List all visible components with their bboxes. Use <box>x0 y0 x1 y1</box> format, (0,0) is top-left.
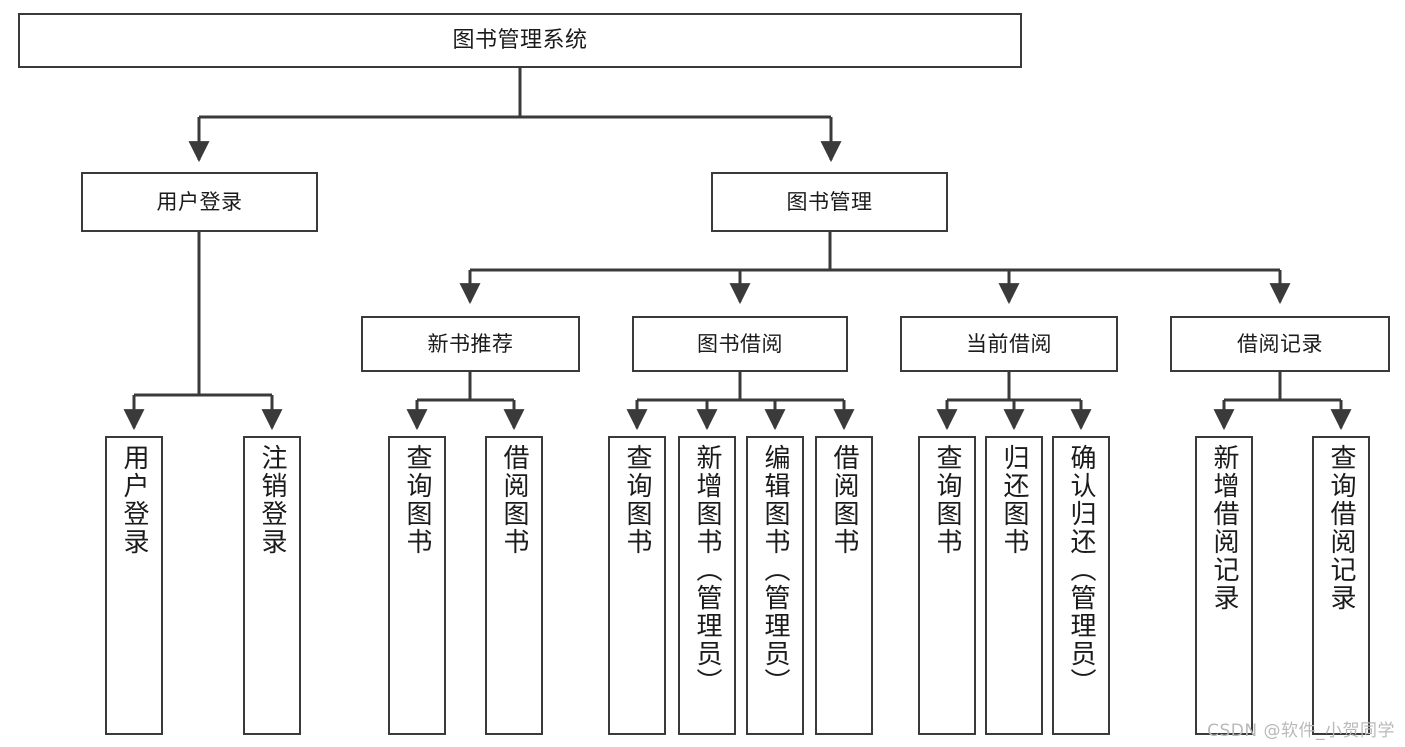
node-user-login[interactable]: 用户登录 <box>81 172 318 232</box>
node-root-label: 图书管理系统 <box>452 27 588 53</box>
leaf-borrow-add-book-label: 新增图书（管理员） <box>692 444 722 696</box>
node-book-management-label: 图书管理 <box>786 189 873 214</box>
leaf-borrow-query-book-label: 查询图书 <box>622 444 652 556</box>
leaf-current-confirm-return[interactable]: 确认归还（管理员） <box>1052 436 1110 735</box>
leaf-user-logout-label: 注销登录 <box>257 444 287 556</box>
leaf-new-books-borrow[interactable]: 借阅图书 <box>485 436 543 735</box>
node-borrow-records-label: 借阅记录 <box>1237 331 1323 356</box>
node-root[interactable]: 图书管理系统 <box>18 13 1022 68</box>
leaf-new-books-query-label: 查询图书 <box>402 444 432 556</box>
leaf-borrow-edit-book-label: 编辑图书（管理员） <box>760 444 790 696</box>
node-new-book-recommend-label: 新书推荐 <box>427 331 514 356</box>
leaf-current-return-book-label: 归还图书 <box>999 444 1029 556</box>
node-borrow-records[interactable]: 借阅记录 <box>1170 316 1390 372</box>
leaf-current-confirm-return-label: 确认归还（管理员） <box>1066 444 1096 696</box>
leaf-new-books-query[interactable]: 查询图书 <box>388 436 446 735</box>
leaf-borrow-borrow-book-label: 借阅图书 <box>829 444 859 556</box>
leaf-user-login-label: 用户登录 <box>119 444 149 556</box>
node-user-login-label: 用户登录 <box>156 189 243 214</box>
leaf-records-query[interactable]: 查询借阅记录 <box>1312 436 1370 735</box>
leaf-new-books-borrow-label: 借阅图书 <box>499 444 529 556</box>
node-new-book-recommend[interactable]: 新书推荐 <box>361 316 580 372</box>
leaf-user-login[interactable]: 用户登录 <box>105 436 163 735</box>
node-current-borrow-label: 当前借阅 <box>966 331 1052 356</box>
leaf-records-add-label: 新增借阅记录 <box>1209 444 1239 612</box>
leaf-current-query-book[interactable]: 查询图书 <box>918 436 976 735</box>
leaf-borrow-edit-book[interactable]: 编辑图书（管理员） <box>746 436 804 735</box>
leaf-user-logout[interactable]: 注销登录 <box>243 436 301 735</box>
leaf-borrow-add-book[interactable]: 新增图书（管理员） <box>678 436 736 735</box>
node-book-borrow-label: 图书借阅 <box>697 331 783 356</box>
node-book-management[interactable]: 图书管理 <box>711 172 948 232</box>
leaf-borrow-query-book[interactable]: 查询图书 <box>608 436 666 735</box>
leaf-borrow-borrow-book[interactable]: 借阅图书 <box>815 436 873 735</box>
leaf-current-query-book-label: 查询图书 <box>932 444 962 556</box>
leaf-records-query-label: 查询借阅记录 <box>1326 444 1356 612</box>
leaf-records-add[interactable]: 新增借阅记录 <box>1195 436 1253 735</box>
node-book-borrow[interactable]: 图书借阅 <box>632 316 848 372</box>
leaf-current-return-book[interactable]: 归还图书 <box>985 436 1043 735</box>
node-current-borrow[interactable]: 当前借阅 <box>900 316 1118 372</box>
